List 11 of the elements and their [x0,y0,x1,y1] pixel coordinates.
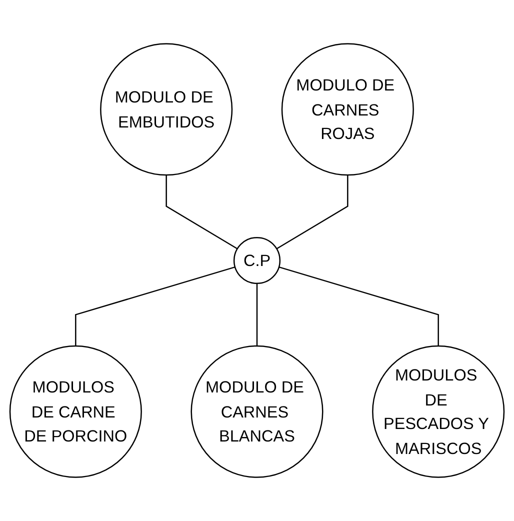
connector [166,175,238,250]
node-circle: MODULO DE EMBUTIDOS [100,43,233,176]
connector [276,175,348,250]
node-circle: MODULOS DE CARNE DE PORCINO [9,345,142,478]
node-circle: MODULO DE CARNES ROJAS [281,43,414,176]
node-circle: MODULO DE CARNES BLANCAS [190,345,324,478]
node-circle: MODULOS DE PESCADOS Y MARISCOS [372,345,505,478]
connector [256,283,258,346]
connector [75,266,236,346]
node-circle: C.P [233,236,281,284]
connector [278,266,439,346]
